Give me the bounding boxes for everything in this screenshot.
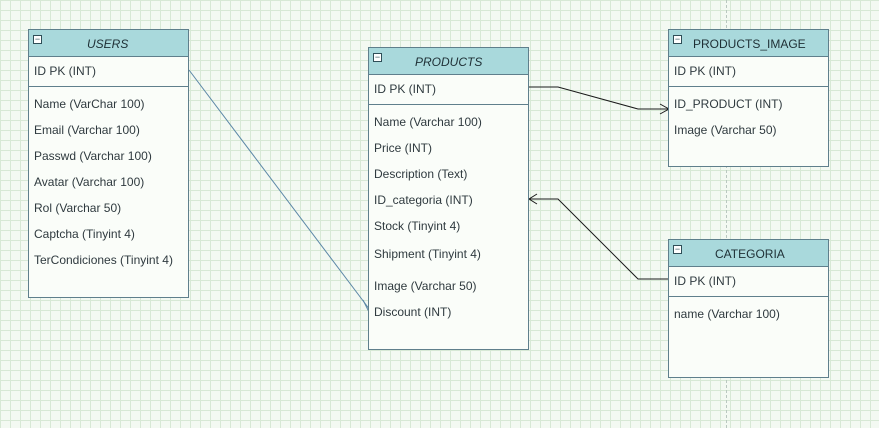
products-field[interactable]: Image (Varchar 50)	[374, 279, 477, 293]
users-field[interactable]: Name (VarChar 100)	[34, 97, 145, 111]
collapse-icon[interactable]: −	[673, 34, 682, 44]
products-categoria-link[interactable]	[529, 198, 669, 280]
categoria-title: CATEGORIA	[715, 247, 785, 261]
products-field[interactable]: Stock (Tinyint 4)	[374, 219, 461, 233]
users-field[interactable]: TerCondiciones (Tinyint 4)	[34, 253, 173, 267]
products-entity[interactable]: − PRODUCTS ID PK (INT) Name (Varchar 100…	[368, 47, 529, 350]
collapse-icon[interactable]: −	[373, 52, 382, 62]
users-field[interactable]: Avatar (Varchar 100)	[34, 175, 145, 189]
products-image-pk-section: ID PK (INT)	[669, 57, 828, 87]
products-products-image-link[interactable]	[529, 86, 669, 110]
categoria-field[interactable]: name (Varchar 100)	[674, 307, 780, 321]
users-products-link[interactable]	[188, 69, 371, 311]
products-title: PRODUCTS	[415, 55, 483, 69]
users-field[interactable]: Captcha (Tinyint 4)	[34, 227, 135, 241]
products-pk-field[interactable]: ID PK (INT)	[374, 82, 436, 96]
products-field[interactable]: Description (Text)	[374, 167, 468, 181]
products-field[interactable]: Name (Varchar 100)	[374, 115, 482, 129]
users-title: USERS	[87, 37, 129, 51]
products-field[interactable]: Shipment (Tinyint 4)	[374, 247, 481, 261]
users-field[interactable]: Rol (Varchar 50)	[34, 201, 122, 215]
products-image-header[interactable]: − PRODUCTS_IMAGE	[669, 30, 828, 57]
collapse-icon[interactable]: −	[673, 244, 682, 254]
users-entity[interactable]: − USERS ID PK (INT) Name (VarChar 100) E…	[28, 29, 189, 298]
collapse-icon[interactable]: −	[33, 34, 42, 44]
products-image-pk-field[interactable]: ID PK (INT)	[674, 64, 736, 78]
products-image-field[interactable]: ID_PRODUCT (INT)	[674, 97, 783, 111]
users-pk-section: ID PK (INT)	[29, 57, 188, 87]
products-pk-section: ID PK (INT)	[369, 75, 528, 105]
products-image-entity[interactable]: − PRODUCTS_IMAGE ID PK (INT) ID_PRODUCT …	[668, 29, 829, 167]
products-field[interactable]: ID_categoria (INT)	[374, 193, 473, 207]
products-image-field[interactable]: Image (Varchar 50)	[674, 123, 777, 137]
users-pk-field[interactable]: ID PK (INT)	[34, 64, 96, 78]
users-field[interactable]: Passwd (Varchar 100)	[34, 149, 152, 163]
categoria-entity[interactable]: − CATEGORIA ID PK (INT) name (Varchar 10…	[668, 239, 829, 378]
categoria-pk-section: ID PK (INT)	[669, 267, 828, 297]
categoria-pk-field[interactable]: ID PK (INT)	[674, 274, 736, 288]
products-categoria-crowfoot	[528, 193, 538, 205]
products-field[interactable]: Price (INT)	[374, 141, 432, 155]
users-field[interactable]: Email (Varchar 100)	[34, 123, 140, 137]
users-header[interactable]: − USERS	[29, 30, 188, 57]
products-field[interactable]: Discount (INT)	[374, 305, 452, 319]
products-header[interactable]: − PRODUCTS	[369, 48, 528, 75]
products-image-title: PRODUCTS_IMAGE	[693, 37, 806, 51]
page-guide-line	[726, 0, 727, 428]
categoria-header[interactable]: − CATEGORIA	[669, 240, 828, 267]
